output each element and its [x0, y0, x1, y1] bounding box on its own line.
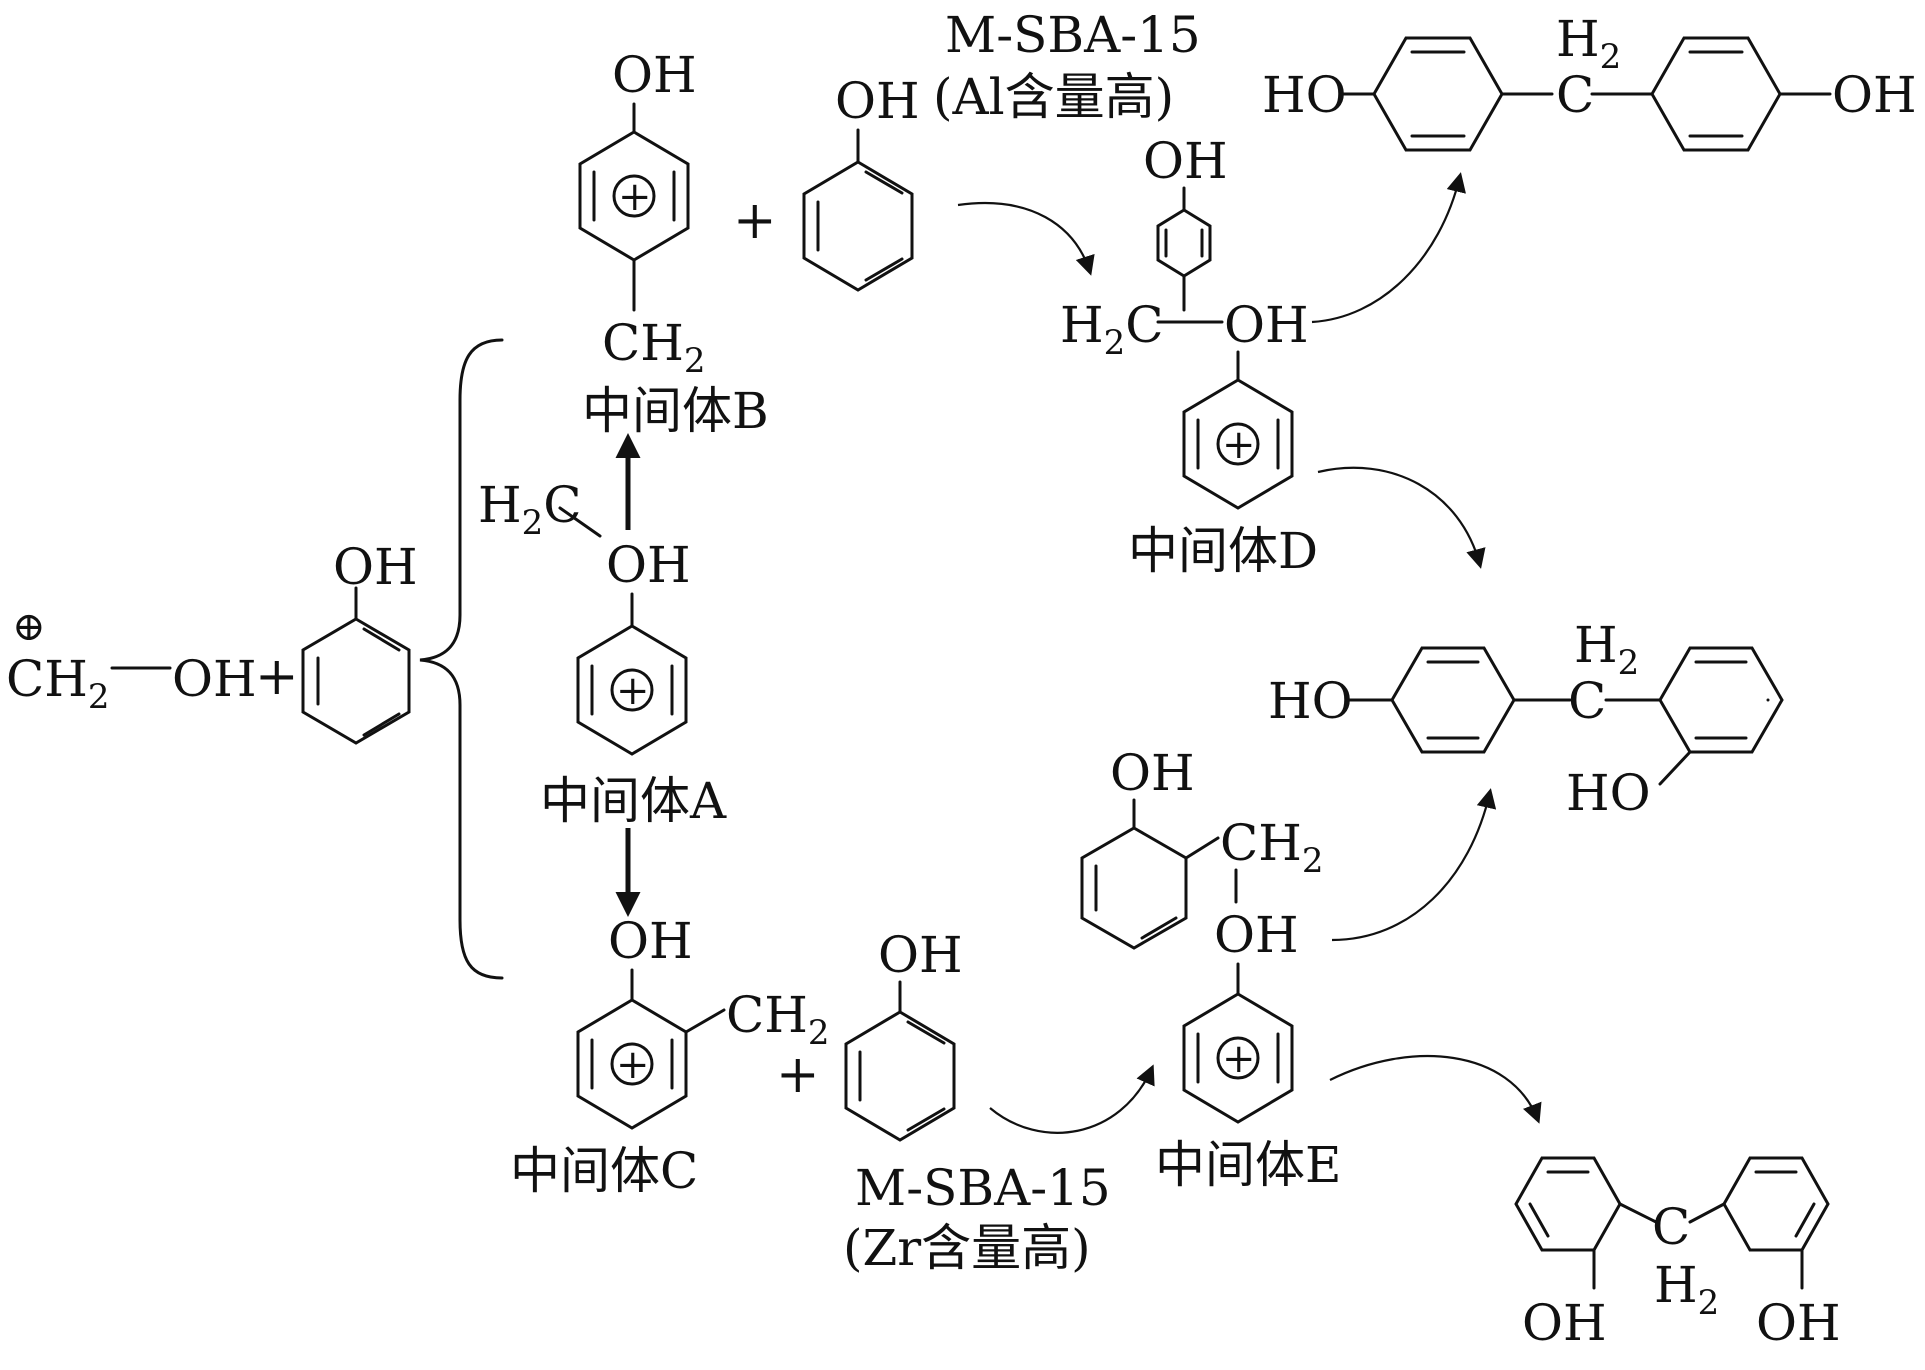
e-adduct-ch2: CH2	[1220, 814, 1324, 881]
p44-h2: H2	[1556, 10, 1621, 77]
e-oh-label: OH	[1214, 906, 1299, 964]
arrow-d-to-op	[1317, 466, 1486, 569]
reactant-ch2-label: CH2	[6, 650, 110, 717]
intermediate-d-label: 中间体D	[1128, 522, 1318, 580]
reactant-group: ⊕ CH2 OH + OH	[6, 538, 418, 745]
d-adduct-top: OH	[1143, 132, 1228, 312]
p24-ho-left: HO	[1268, 672, 1353, 730]
b-ch2-label: CH2	[602, 314, 706, 381]
c-ch2-label: CH2	[726, 986, 830, 1053]
intermediate-e-label: 中间体E	[1155, 1136, 1342, 1194]
intermediate-a-label: 中间体A	[540, 772, 727, 830]
d-ring-charge: +	[1222, 422, 1256, 468]
a-ring-charge: +	[616, 668, 650, 714]
catalyst-al-name: M-SBA-15	[945, 6, 1201, 64]
intermediate-b-structure: OH +	[578, 46, 697, 312]
reactant-plus: +	[255, 647, 299, 707]
p22-oh-right: OH	[1756, 1294, 1841, 1352]
arrow-to-e-adduct	[989, 1064, 1155, 1134]
a-h2c-label: H2C	[478, 476, 582, 543]
p22-c: C	[1652, 1198, 1690, 1256]
p44-c: C	[1556, 66, 1594, 124]
p24-c: C	[1568, 672, 1606, 730]
e-adduct-oh-top: OH	[1110, 744, 1195, 802]
phenol-top: OH	[802, 72, 920, 292]
phenol-top-oh: OH	[835, 72, 920, 130]
catalyst-zr-name: M-SBA-15	[855, 1159, 1111, 1217]
catalyst-zr-note: (Zr含量高)	[843, 1219, 1091, 1277]
product-22-bisphenol: C H2 OH OH	[1514, 1156, 1841, 1352]
d-adduct-oh: OH	[1143, 132, 1228, 190]
p22-oh-left: OH	[1522, 1294, 1607, 1352]
plus-top: +	[733, 191, 777, 251]
arrow-e-to-op	[1331, 788, 1497, 942]
reactant-oh-label: OH	[172, 650, 257, 708]
c-oh-label: OH	[608, 912, 693, 970]
d-adduct-h2c: H2C	[1060, 296, 1164, 363]
phenol-bottom-oh: OH	[878, 926, 963, 984]
plus-bottom: +	[776, 1045, 820, 1105]
product-24-bisphenol: HO C H2 HO	[1268, 616, 1784, 822]
e-ring-charge: +	[1222, 1036, 1256, 1082]
product-44-bisphenol: HO C H2 OH	[1262, 10, 1917, 152]
b-ring-charge: +	[618, 174, 652, 220]
phenol-ring-reactant	[301, 586, 411, 745]
p44-ho-left: HO	[1262, 66, 1347, 124]
p24-ho-bottom: HO	[1566, 764, 1651, 822]
carbocation-charge: ⊕	[12, 604, 46, 650]
intermediate-c-label: 中间体C	[510, 1142, 698, 1200]
arrow-d-to-pp	[1311, 172, 1466, 324]
p24-h2: H2	[1574, 616, 1639, 683]
intermediate-d-structure: +	[1182, 350, 1294, 510]
p22-h2: H2	[1654, 1256, 1719, 1323]
e-adduct-phenol	[1080, 798, 1220, 950]
arrow-e-to-oo	[1329, 1055, 1542, 1124]
d-adduct-oh-center: OH	[1224, 296, 1309, 354]
phenol-oh-label: OH	[333, 538, 418, 596]
intermediate-b-label: 中间体B	[582, 382, 769, 440]
b-oh-label: OH	[612, 46, 697, 104]
intermediate-a-structure: +	[576, 592, 688, 756]
intermediate-c-structure: +	[576, 968, 726, 1130]
branch-brace	[419, 338, 504, 980]
intermediate-e-structure: +	[1182, 962, 1294, 1124]
a-oh-label: OH	[606, 536, 691, 594]
c-ring-charge: +	[616, 1042, 650, 1088]
catalyst-al-note: (Al含量高)	[933, 68, 1174, 126]
arrow-to-d-adduct	[957, 201, 1095, 276]
p44-oh-right: OH	[1832, 66, 1917, 124]
phenol-bottom: OH	[844, 926, 963, 1142]
